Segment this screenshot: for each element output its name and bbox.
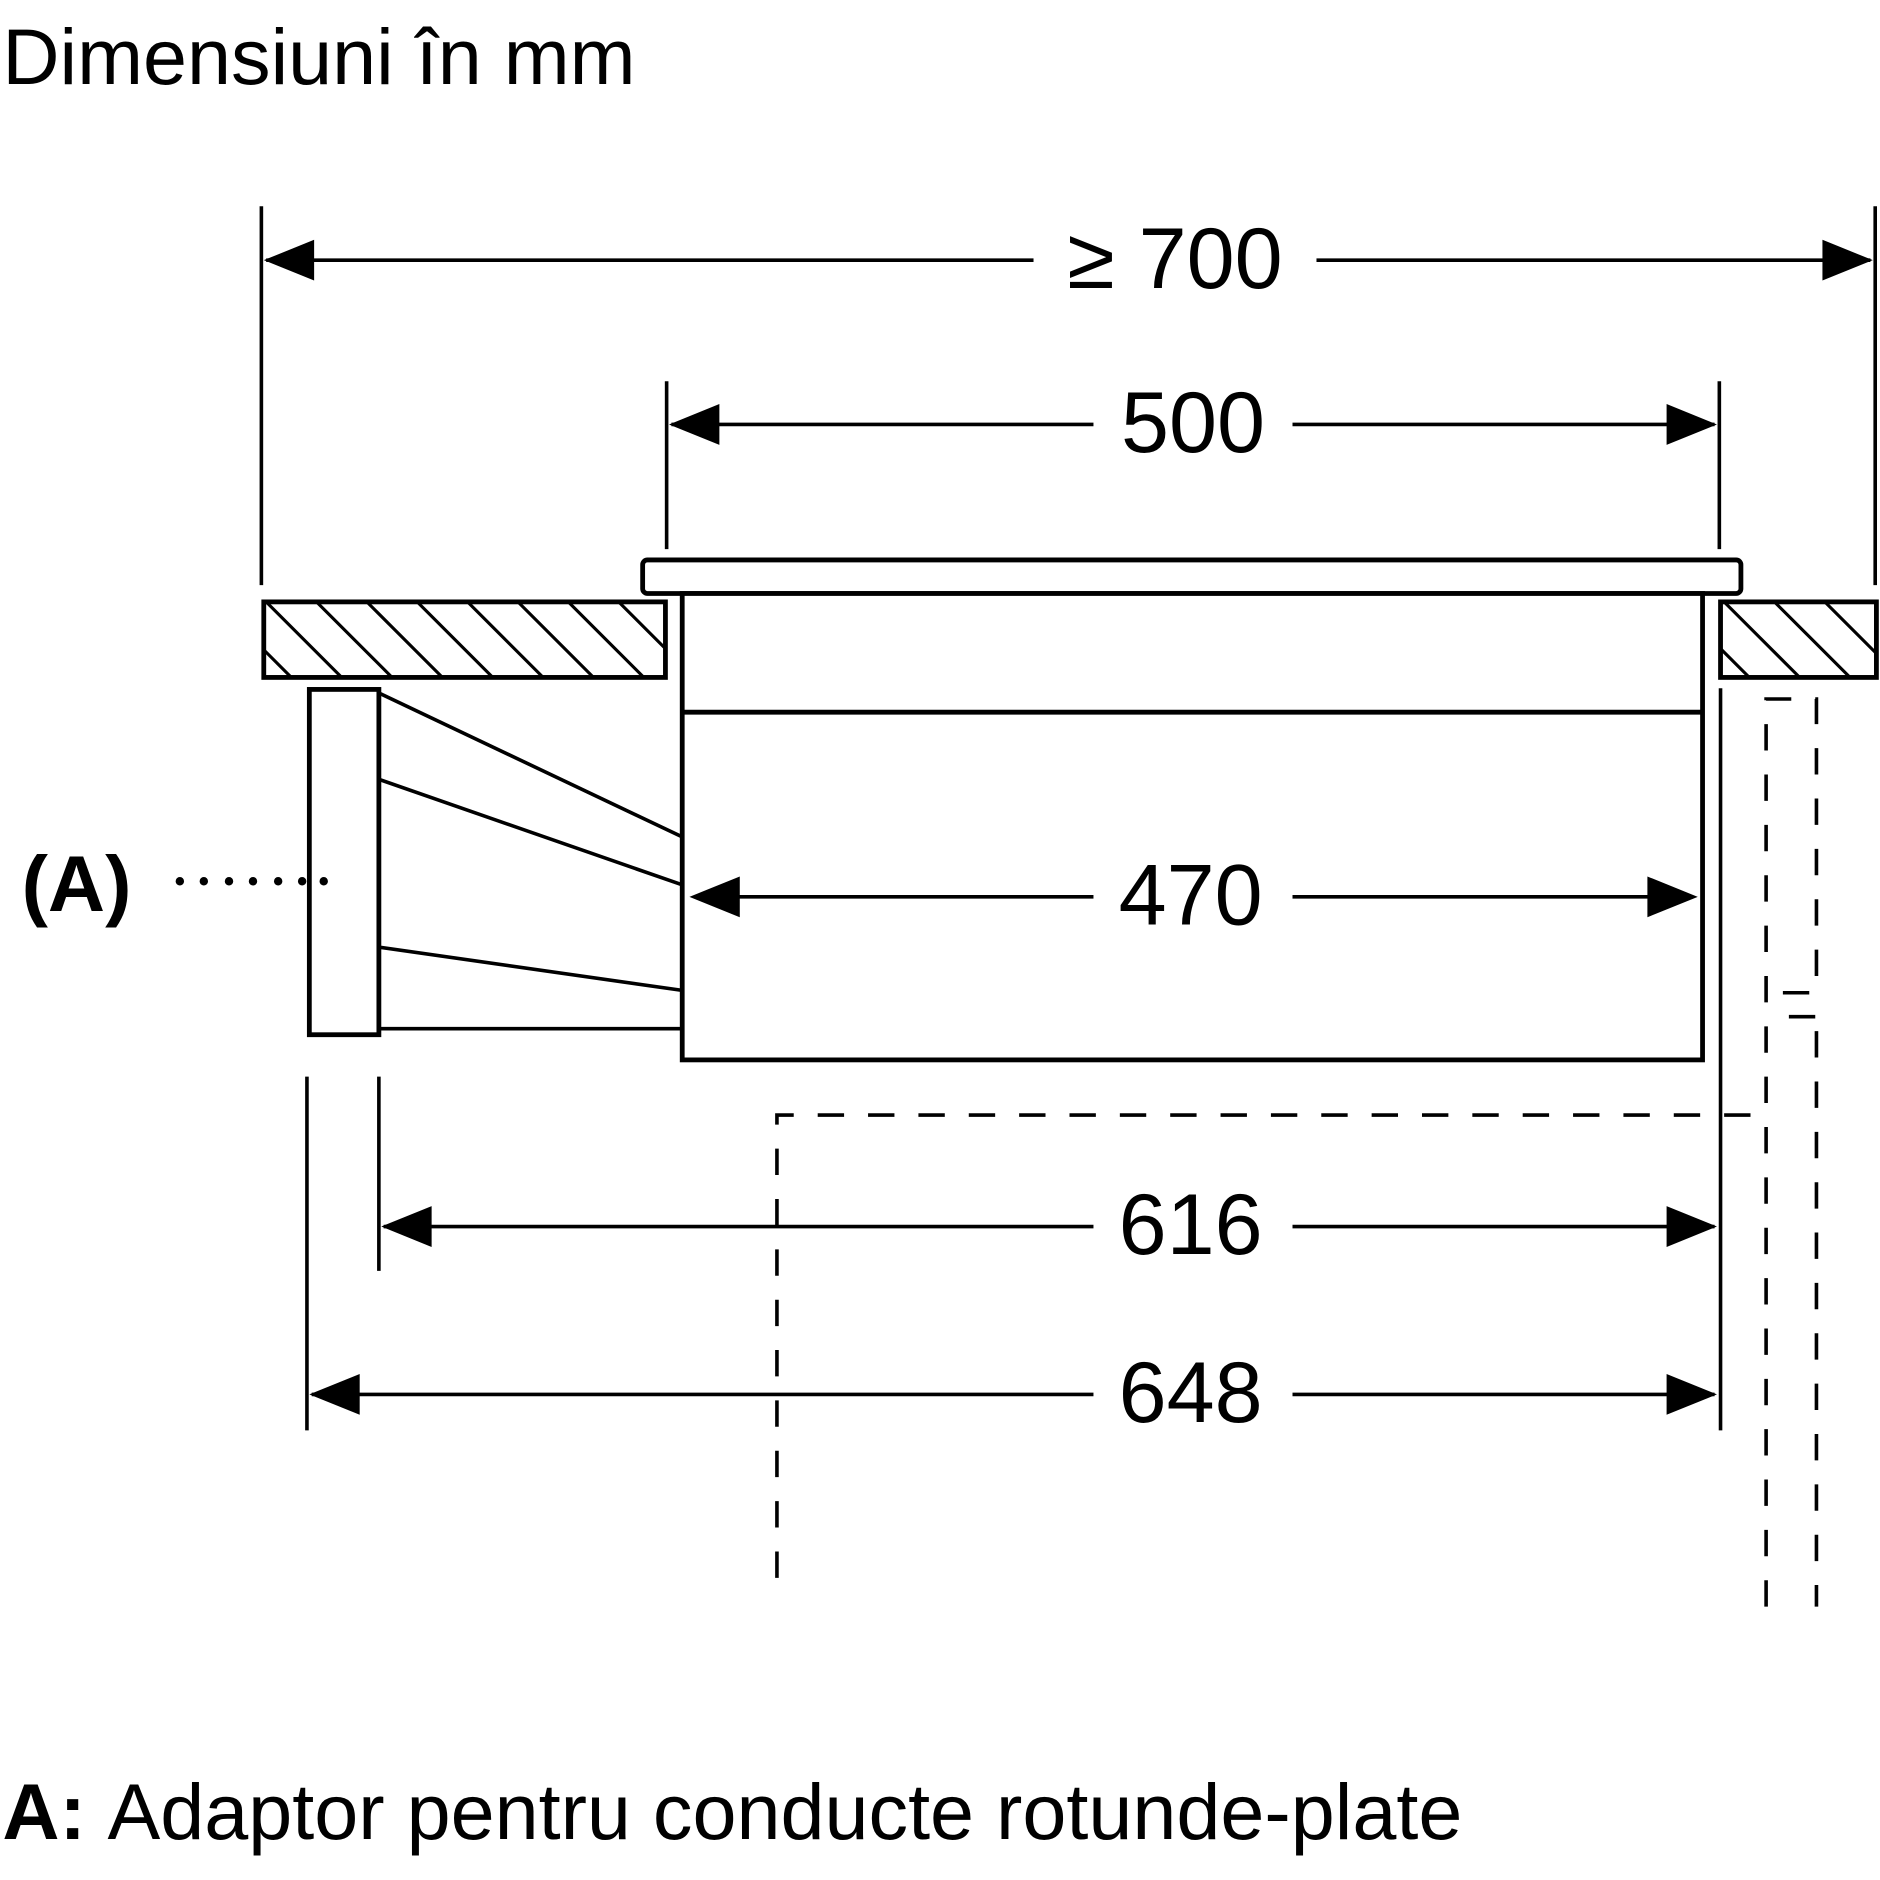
duct-adapter [306,687,683,1038]
arrow-right-icon [1666,1206,1717,1247]
dimension-label-470: 470 [1119,847,1263,943]
hatching [263,601,665,677]
legend-description: Adaptor pentru conducte rotunde-plate [107,1767,1462,1856]
worktop-left-section [261,599,668,680]
dashed-drawer-outline [1764,697,1819,1607]
hidden-outline [775,697,1819,1607]
arrow-left-icon [669,404,720,445]
arrow-right-icon [1666,404,1717,445]
dashed-cabinet-outline [775,1113,1763,1578]
adapter-edge [378,777,683,887]
arrow-left-icon [381,1206,432,1247]
dimension-label-700: ≥ 700 [1067,211,1282,307]
hatching [1721,601,1876,677]
arrow-right-icon [1666,1374,1717,1415]
callout-label-a: (A) [22,839,132,928]
legend-caption: A: Adaptor pentru conducte rotunde-plate [2,1767,1462,1856]
appliance-body [679,591,1705,1063]
dimension-body: 470 [689,847,1698,943]
arrow-right-icon [1822,239,1873,281]
dimension-plate: 500 [664,375,1722,550]
arrow-left-icon [263,239,315,281]
dimension-depth-648: 648 [305,1076,1717,1441]
adapter-flange [306,687,382,1038]
dimension-label-500: 500 [1121,375,1265,471]
dimension-label-616: 616 [1119,1177,1263,1273]
arrow-right-icon [1647,876,1698,918]
dimension-label-648: 648 [1119,1345,1263,1441]
dimension-depth-616: 616 [377,1076,1717,1273]
dimension-overall: ≥ 700 [259,206,1878,586]
diagram-title: Dimensiuni în mm [2,12,635,101]
adapter-edge [378,691,683,839]
legend-key: A: [2,1767,86,1856]
arrow-left-icon [309,1374,360,1415]
arrow-left-icon [689,876,740,918]
callout-leader-dots [175,877,328,886]
worktop-right-section [1718,599,1879,680]
adapter-edge [378,945,683,993]
cooktop-top-plate [640,557,1744,596]
